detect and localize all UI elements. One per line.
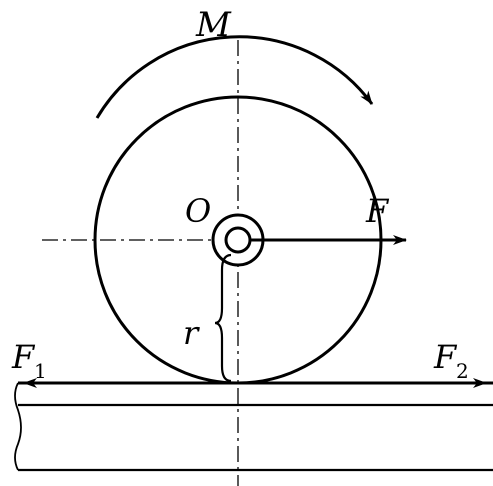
label-force-right: F [433,338,458,376]
hub-inner-ring [224,226,252,254]
label-force-left: F [11,338,36,376]
label-center: O [185,192,211,230]
label-radius: r [183,314,200,352]
radius-brace [214,253,232,383]
label-force-left-subscript: 1 [34,359,47,383]
label-force-right-subscript: 2 [456,359,469,383]
rail-break-left [14,382,22,471]
label-force: F [365,192,390,230]
label-moment: M [195,5,232,45]
moment-arrow [95,35,374,119]
